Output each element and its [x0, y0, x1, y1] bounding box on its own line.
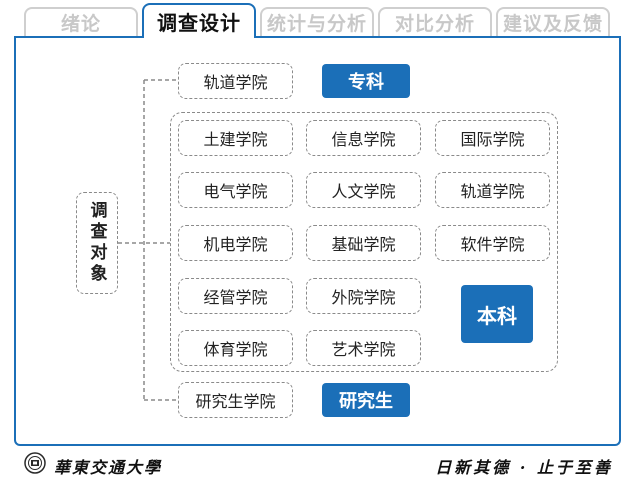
- college-box: 基础学院: [306, 225, 421, 261]
- specialist-college-label: 轨道学院: [203, 73, 268, 92]
- college-label: 机电学院: [203, 235, 268, 254]
- college-box: 轨道学院: [435, 172, 550, 208]
- specialist-badge: 专科: [322, 64, 410, 98]
- college-box: 土建学院: [178, 120, 293, 156]
- college-label: 经管学院: [203, 288, 268, 307]
- college-label: 外院学院: [331, 288, 396, 307]
- content-panel: [14, 36, 621, 446]
- tab-survey-design[interactable]: 调查设计: [142, 3, 256, 38]
- college-box: 经管学院: [178, 278, 293, 314]
- college-label: 软件学院: [460, 235, 525, 254]
- tab-suggestions-feedback[interactable]: 建议及反馈: [496, 7, 610, 36]
- specialist-badge-label: 专科: [348, 72, 384, 93]
- graduate-badge: 研究生: [322, 383, 410, 417]
- tab-statistics-analysis[interactable]: 统计与分析: [260, 7, 374, 36]
- college-label: 国际学院: [460, 130, 525, 149]
- college-label: 人文学院: [331, 182, 396, 201]
- college-label: 信息学院: [331, 130, 396, 149]
- college-box: 国际学院: [435, 120, 550, 156]
- graduate-college-label: 研究生学院: [195, 392, 276, 411]
- survey-root-node: 调查对象: [76, 192, 118, 294]
- tab-comparative-analysis[interactable]: 对比分析: [378, 7, 492, 36]
- college-box: 人文学院: [306, 172, 421, 208]
- college-box: 机电学院: [178, 225, 293, 261]
- college-box: 电气学院: [178, 172, 293, 208]
- undergraduate-group: [170, 112, 558, 372]
- college-box: 软件学院: [435, 225, 550, 261]
- college-box: 信息学院: [306, 120, 421, 156]
- college-box: 体育学院: [178, 330, 293, 366]
- university-name: 華東交通大學: [54, 458, 163, 477]
- tab-introduction[interactable]: 绪论: [24, 7, 138, 36]
- college-label: 土建学院: [203, 130, 268, 149]
- college-label: 轨道学院: [460, 182, 525, 201]
- university-logo-icon: [24, 452, 46, 474]
- college-label: 基础学院: [331, 235, 396, 254]
- university-motto: 日新其德 · 止于至善: [435, 458, 613, 477]
- survey-root-label: 调查对象: [86, 201, 107, 285]
- college-box: 艺术学院: [306, 330, 421, 366]
- college-label: 体育学院: [203, 340, 268, 359]
- specialist-college: 轨道学院: [178, 63, 293, 99]
- college-label: 电气学院: [203, 182, 268, 201]
- graduate-badge-label: 研究生: [339, 391, 393, 412]
- college-box: 外院学院: [306, 278, 421, 314]
- undergraduate-badge-label: 本科: [477, 303, 517, 328]
- undergraduate-badge: 本科: [461, 285, 533, 343]
- graduate-college: 研究生学院: [178, 382, 293, 418]
- tab-underline: [14, 36, 621, 38]
- college-label: 艺术学院: [331, 340, 396, 359]
